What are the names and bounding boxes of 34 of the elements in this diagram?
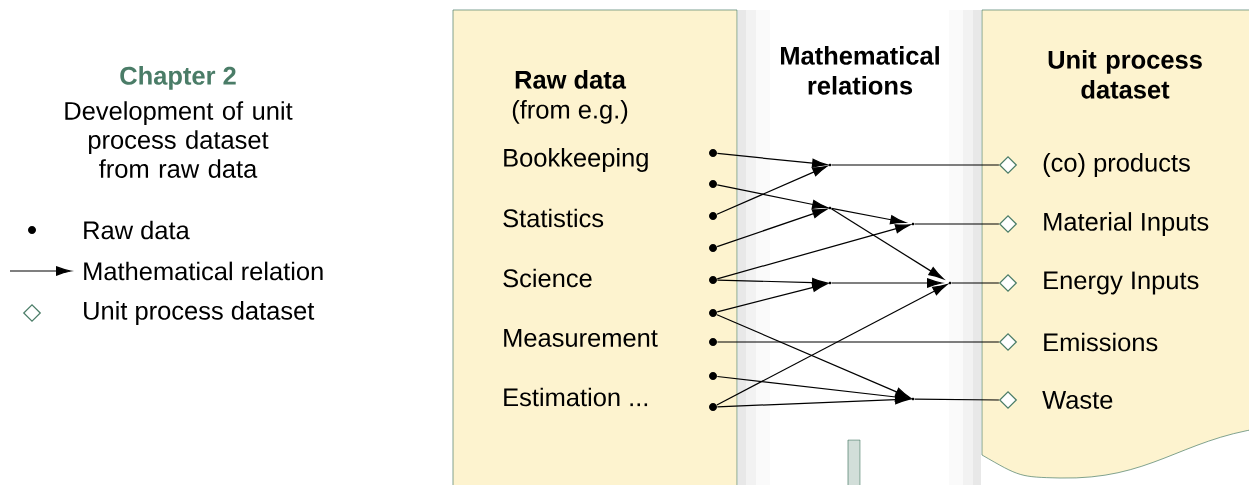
arrow — [716, 224, 911, 280]
legend-label: Raw data — [84, 220, 190, 240]
arrow — [716, 184, 828, 210]
arrow — [716, 165, 828, 215]
source-label: Statistics — [503, 208, 604, 228]
relations-band: Mathematical relations — [738, 10, 981, 485]
arrow — [830, 208, 944, 280]
arrow — [716, 283, 948, 406]
junction-point — [828, 206, 832, 210]
arrow — [716, 314, 911, 399]
source-label: Science — [503, 268, 592, 288]
legend-label: Unit process dataset — [84, 301, 315, 325]
description: Development of unit process dataset from raw data — [65, 101, 293, 178]
arrow — [831, 278, 943, 288]
output-label: Waste — [1042, 391, 1113, 409]
arrow — [716, 208, 828, 248]
output-label: Energy Inputs — [1044, 271, 1199, 295]
junction-point — [828, 163, 832, 167]
arrow — [716, 152, 828, 168]
arrow — [716, 282, 828, 313]
output-label: Material Inputs — [1044, 212, 1209, 236]
arrow — [830, 207, 906, 225]
source-label: Measurement — [504, 329, 658, 347]
legend-label: Mathematical relation — [84, 261, 323, 281]
chapter-title: Chapter 2 — [120, 66, 236, 90]
junction-point — [828, 281, 832, 285]
junction-point — [911, 397, 915, 401]
output-label: Emissions — [1044, 332, 1158, 352]
arrow — [716, 395, 911, 408]
junction-point — [948, 281, 952, 285]
source-label: Bookkeeping — [504, 148, 648, 172]
output-label: (co) products — [1043, 153, 1190, 177]
source-label: Estimation ... — [504, 387, 648, 407]
junction-point — [911, 222, 915, 226]
